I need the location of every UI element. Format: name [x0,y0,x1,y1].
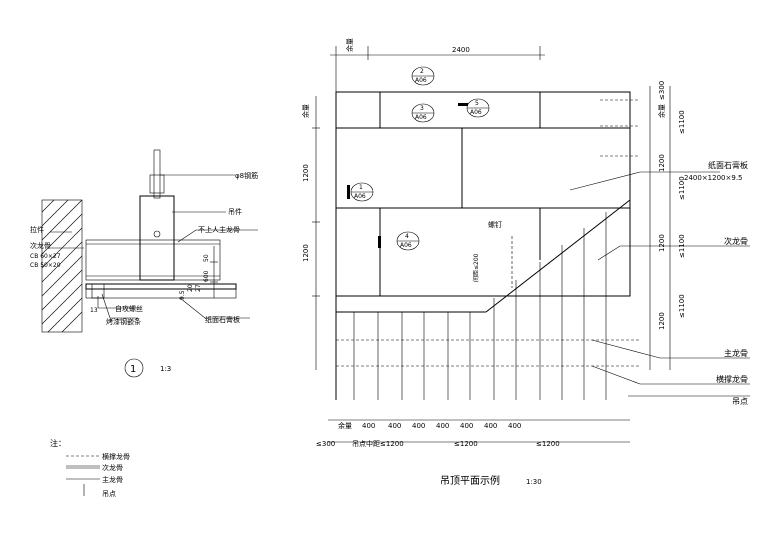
left-1200b: 1200 [302,244,310,262]
label-main-keel: 不上人主龙骨 [198,225,240,234]
dim-13: 13 [90,307,98,314]
section-mark-1: 1 A06 [350,182,374,202]
ceiling-plan [312,46,750,443]
svg-text:4: 4 [405,233,409,240]
svg-text:A06: A06 [400,242,412,249]
label-cb2: CB 50×20 [30,262,61,269]
svg-text:1: 1 [359,184,363,191]
nut [149,174,165,194]
dim-50: 50 [203,254,210,262]
left-1200a: 1200 [302,164,310,182]
legend: 注： 横撑龙骨 次龙骨 主龙骨 吊点 [50,438,130,498]
label-gypsum: 纸面石膏板 [205,315,240,324]
plan-scale: 1:30 [526,478,542,486]
rebar-rod [153,149,161,199]
svg-text:400: 400 [436,422,449,430]
detail-leaders [50,174,258,319]
hanger [139,195,175,281]
callout-board: 纸面石膏板 [708,160,748,170]
right-d3: 1200 [658,154,666,172]
legend-item-hanging: 吊点 [102,490,116,498]
detail-number: 1 [130,364,136,375]
legend-item-cross: 横撑龙骨 [102,452,130,461]
section-mark-5: 5 A06 [466,98,490,118]
top-remainder: 余量 [345,38,354,52]
dim-27: 27 [195,284,202,292]
legend-item-secondary: 次龙骨 [102,463,123,472]
svg-text:400: 400 [388,422,401,430]
left-remainder: 余量 [301,104,310,118]
svg-text:余量: 余量 [338,421,352,430]
svg-text:400: 400 [460,422,473,430]
label-strip: 烤漆钢嵌条 [106,317,141,326]
right-d7: 1200 [658,312,666,330]
svg-text:A06: A06 [354,193,366,200]
right-d6: ≤1100 [678,234,686,258]
wall-hatch [41,199,83,333]
secondary-keel [85,283,237,290]
dim-20: 20 [187,284,194,292]
detail-number-circle [124,358,144,378]
main-keel [85,239,221,281]
gypsum-board-section [85,288,237,299]
callout-secondary: 次龙骨 [724,236,748,246]
svg-text:400: 400 [508,422,521,430]
callout-main: 主龙骨 [724,348,748,358]
label-secondary-keel: 次龙骨 [30,241,51,250]
label-rebar: φ8钢筋 [235,171,258,180]
screw-label: 螺钉 [488,220,502,229]
svg-text:3: 3 [420,105,424,112]
dim-9: 9.5 [179,290,186,300]
svg-text:A06: A06 [415,77,427,84]
bottom-spacing-row: 余量 400 400 400 400 400 400 400 [338,421,521,430]
legend-note: 注： [50,438,66,448]
plan-title: 吊顶平面示例 [440,474,500,487]
callout-hanging: 吊点 [732,397,748,406]
svg-text:A06: A06 [415,114,427,121]
main-keels [353,212,607,400]
legend-item-main: 主龙骨 [102,475,123,484]
hanger-hole [153,230,161,238]
svg-text:400: 400 [362,422,375,430]
svg-text:≤1200: ≤1200 [454,440,478,448]
section-mark-4: 4 A06 [396,231,420,251]
label-pull-piece: 拉件 [30,225,44,234]
right-d5: 1200 [658,234,666,252]
svg-text:5: 5 [475,100,479,107]
bottom-hanger-row: ≤300 吊点中距≤1200 ≤1200 ≤1200 [316,439,560,448]
right-d2: ≤1100 [678,110,686,134]
screw-spacing: 间距≤200 [472,253,480,282]
label-screw: 自攻螺丝 [115,304,143,313]
detail-scale: 1:3 [160,365,171,373]
right-d4: ≤1100 [678,176,686,200]
top-width: 2400 [452,46,470,54]
label-cb1: CB 60×27 [30,253,61,260]
right-remainder: 余量 [657,104,666,118]
svg-text:2: 2 [420,68,424,75]
section-detail [41,149,258,333]
right-d1: ≤300 [658,81,666,100]
callout-cross: 横撑龙骨 [716,374,748,384]
svg-text:400: 400 [412,422,425,430]
label-hanger: 吊件 [228,207,242,216]
svg-text:吊点中距≤1200: 吊点中距≤1200 [352,439,404,448]
svg-text:≤300: ≤300 [316,440,335,448]
dim-600: 600 [203,270,210,282]
pull-piece [91,283,105,299]
svg-text:≤1200: ≤1200 [536,440,560,448]
svg-text:A06: A06 [470,109,482,116]
plan-leaders [569,171,750,397]
section-mark-3: 3 A06 [411,103,435,123]
callout-board-size: 2400×1200×9.5 [684,174,743,182]
svg-text:400: 400 [484,422,497,430]
section-mark-2: 2 A06 [411,66,435,86]
right-d8: ≤1100 [678,294,686,318]
